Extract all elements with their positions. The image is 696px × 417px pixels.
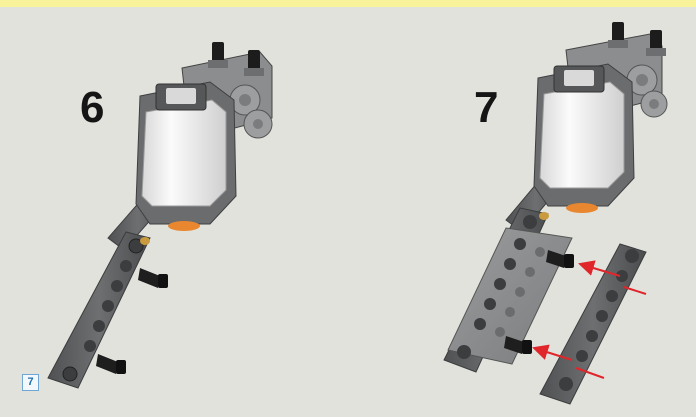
step-number-7: 7: [474, 83, 499, 132]
header-band: [0, 0, 696, 7]
step-7-loose-beam: [539, 243, 647, 405]
step-6-front-beam: [47, 231, 151, 389]
step-7-motor: [533, 63, 635, 213]
step-7-pin-upper: [546, 250, 574, 268]
step-7-assembly: [443, 22, 668, 405]
step-7-pin-lower: [504, 336, 532, 354]
step-6-motor: [135, 81, 237, 231]
step-7-mounted-beam: [443, 207, 573, 373]
step-6-pin-lower: [96, 354, 126, 374]
step-6-pin-upper: [138, 268, 168, 288]
page-number-badge: 7: [22, 374, 39, 391]
arrow-right-icon: [532, 344, 605, 379]
arrow-right-icon: [578, 260, 647, 295]
step-number-6: 6: [80, 83, 105, 132]
step-6-assembly: [47, 42, 273, 389]
